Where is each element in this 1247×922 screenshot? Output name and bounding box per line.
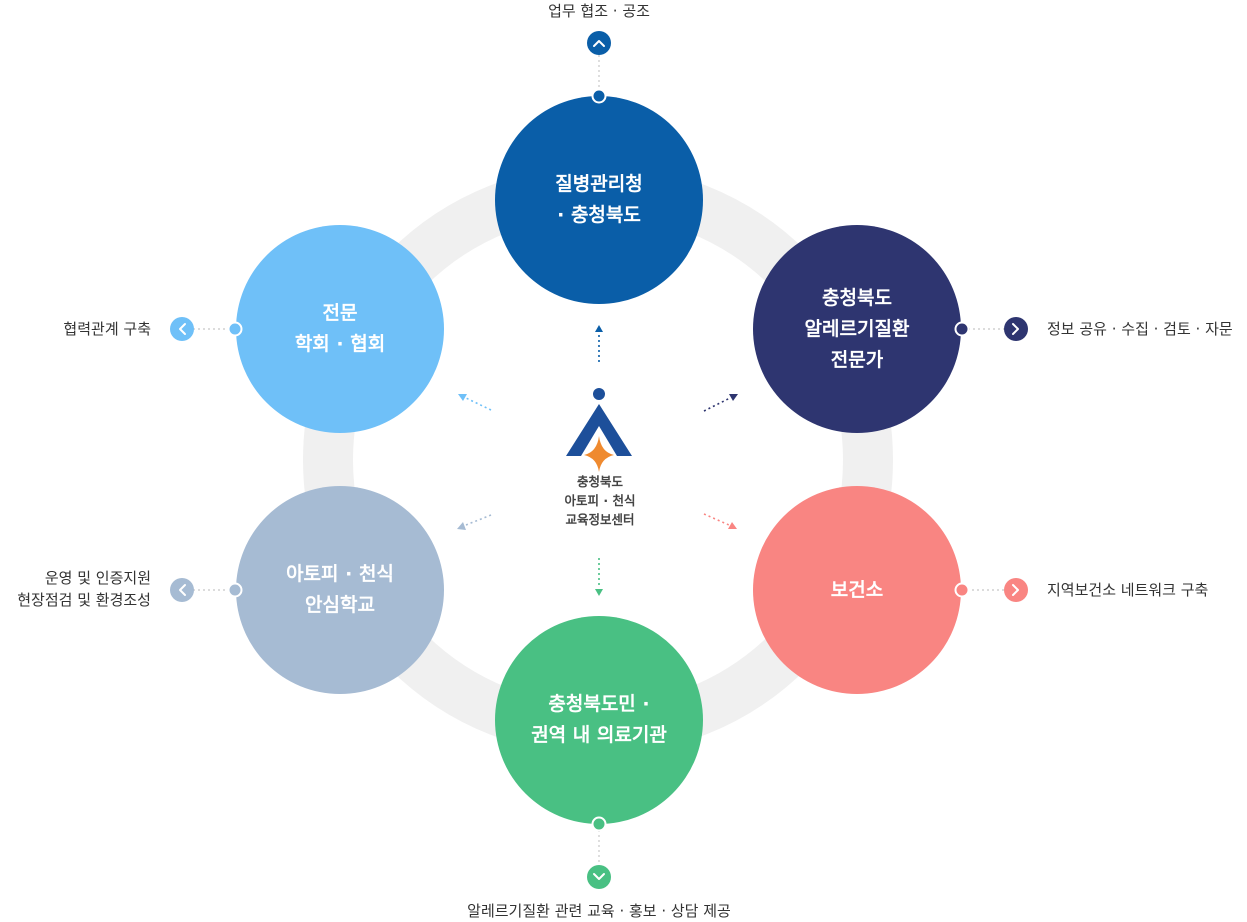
chevron-up-icon — [587, 31, 611, 55]
node-top-circle — [495, 96, 703, 304]
center-line-3: 교육정보센터 — [565, 512, 635, 527]
arrow-to-bottom — [595, 558, 603, 596]
node-lower-left-line-1: 아토피 · 천식 — [286, 563, 394, 585]
node-upper-right-line-1: 충청북도 — [822, 286, 892, 309]
node-upper-right-line-2: 알레르기질환 — [804, 317, 910, 340]
node-bottom-circle — [495, 616, 703, 824]
center-logo-icon — [566, 388, 632, 472]
node-bottom-line-2: 권역 내 의료기관 — [531, 724, 667, 746]
center-line-2: 아토피 · 천식 — [564, 493, 636, 508]
upper-right-node-dot — [954, 321, 970, 337]
node-upper-right-circle — [753, 225, 961, 433]
node-lower-right-circle — [753, 486, 961, 694]
node-lower-right-label: 보건소 — [753, 486, 961, 694]
chevron-right-icon — [1004, 317, 1028, 341]
arrow-to-top — [595, 325, 603, 362]
center-line-1: 충청북도 — [576, 474, 623, 489]
caption-lower-left-line-2: 현장점검 및 환경조성 — [17, 591, 151, 609]
caption-top: 업무 협조 · 공조 — [548, 2, 650, 20]
chevron-right-icon — [1004, 578, 1028, 602]
node-lower-left-circle — [236, 486, 444, 694]
node-upper-left-circle — [236, 225, 444, 433]
top-node-dot — [591, 88, 607, 104]
node-bottom-label: 충청북도민 · 권역 내 의료기관 — [495, 616, 703, 824]
node-bottom-line-1: 충청북도민 · — [548, 693, 650, 715]
caption-lower-left: 운영 및 인증지원 현장점검 및 환경조성 — [0, 567, 151, 611]
node-upper-left-line-1: 전문 — [322, 302, 358, 324]
arrow-to-upper-right — [703, 394, 738, 412]
chevron-left-icon — [170, 578, 194, 602]
node-upper-right-line-3: 전문가 — [830, 348, 884, 371]
caption-upper-right: 정보 공유 · 수집 · 검토 · 자문 — [1047, 320, 1233, 338]
caption-bottom: 알레르기질환 관련 교육 · 홍보 · 상담 제공 — [467, 902, 731, 920]
arrow-to-lower-right — [703, 513, 737, 529]
arrow-to-upper-left — [458, 394, 492, 411]
lower-right-node-dot — [954, 582, 970, 598]
node-lower-left-line-2: 안심학교 — [305, 594, 375, 616]
arrow-to-lower-left — [457, 514, 492, 530]
node-lower-right-line-1: 보건소 — [830, 578, 884, 601]
node-upper-left-line-2: 학회 · 협회 — [294, 333, 386, 355]
center-label: 충청북도 아토피 · 천식 교육정보센터 — [540, 472, 660, 529]
node-top-line-2: · 충청북도 — [557, 204, 641, 226]
node-top-line-1: 질병관리청 — [555, 173, 643, 195]
lower-left-node-dot — [227, 582, 243, 598]
caption-lower-right: 지역보건소 네트워크 구축 — [1047, 581, 1209, 599]
caption-upper-left: 협력관계 구축 — [63, 320, 151, 338]
node-top-label: 질병관리청 · 충청북도 — [495, 96, 703, 304]
upper-left-node-dot — [227, 321, 243, 337]
bottom-node-dot — [591, 816, 607, 832]
chevron-down-icon — [587, 865, 611, 889]
chevron-left-icon — [170, 317, 194, 341]
caption-lower-left-line-1: 운영 및 인증지원 — [44, 569, 151, 587]
